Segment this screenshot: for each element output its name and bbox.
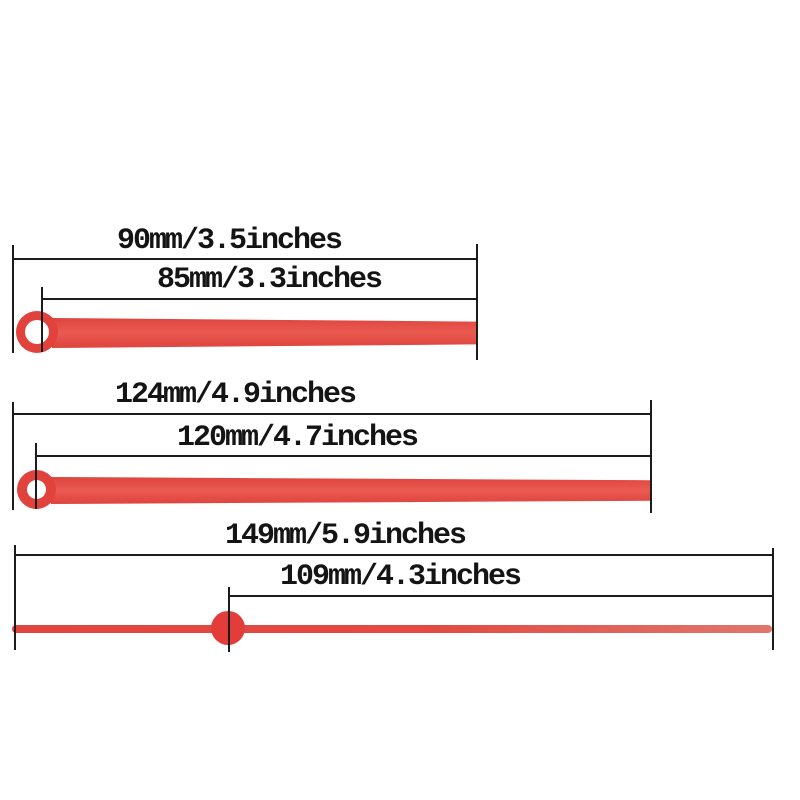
dimension-tick-left [12,402,14,510]
dimension-tick-blade-left [35,443,37,509]
hour-hand-mounting-ring [16,311,58,353]
dimension-line-blade [36,455,651,457]
dimension-tick-right [650,400,652,513]
minute-hand-blade-length-label: 120mm/4.7inches [177,421,419,455]
second-hand-tail-length-label: 109mm/4.3inches [280,560,522,594]
minute-hand-total-length-label: 124mm/4.9inches [115,378,357,412]
dimension-line-total [15,554,773,556]
hour-hand-blade [52,318,476,348]
dimension-tick-left [12,245,14,353]
second-hand-total-length-label: 149mm/5.9inches [225,519,467,553]
dimension-line-blade [229,595,773,597]
hour-hand-blade-length-label: 85mm/3.3inches [157,263,383,297]
dimension-tick-right [772,548,774,650]
dimension-line-total [13,258,477,260]
dimension-line-total [13,413,651,415]
dimension-tick-hub [228,587,230,652]
dimension-line-blade [42,298,477,300]
minute-hand-blade [51,477,650,504]
dimension-tick-right [476,244,478,360]
dimension-tick-left [14,545,16,650]
mounting-hole [25,320,49,344]
second-hand-blade [12,625,772,633]
hour-hand-total-length-label: 90mm/3.5inches [117,224,343,258]
dimension-tick-blade-left [41,287,43,352]
